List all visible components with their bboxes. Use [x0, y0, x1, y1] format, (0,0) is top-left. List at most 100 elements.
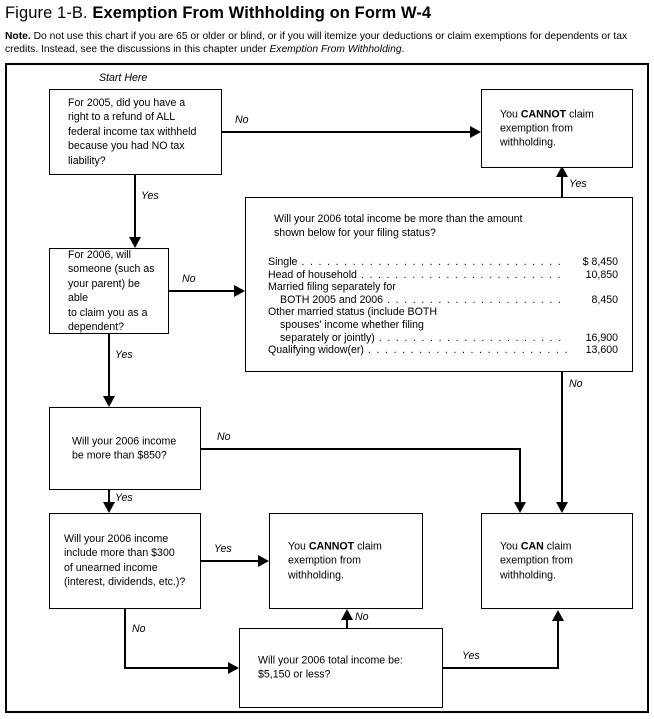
- filing-status-amount: 16,900: [585, 331, 618, 344]
- outcome-can-claim-line1: You CAN claim: [500, 540, 572, 553]
- figure-title: Figure 1-B. Exemption From Withholding o…: [5, 3, 645, 23]
- edge-label-dependent-yes: Yes: [115, 349, 133, 361]
- decision-income-over-850-line2: be more than $850?: [72, 449, 167, 462]
- decision-dependent-2006[interactable]: For 2006, will someone (such as your par…: [49, 248, 169, 334]
- decision-unearned-over-300-line1: Will your 2006 income: [64, 533, 169, 546]
- edge-income850-yes-arrow: [103, 502, 115, 513]
- outcome-can-claim-line3: withholding.: [500, 569, 556, 582]
- edge-dependent-yes-line: [108, 334, 110, 396]
- decision-total-income-5150-line2: $5,150 or less?: [258, 669, 331, 681]
- decision-dependent-2006-line4: to claim you as a: [68, 306, 148, 319]
- edge-dependent-yes-arrow: [103, 396, 115, 407]
- edge-label-unearned-yes: Yes: [214, 543, 232, 555]
- filing-status-amount: 8,450: [591, 293, 618, 306]
- edge-total-income-yes-line: [561, 177, 563, 199]
- edge-label-total5150-no: No: [355, 611, 369, 623]
- filing-status-row: Qualifying widow(er)....................…: [268, 344, 618, 357]
- decision-dependent-2006-line3: your parent) be able: [68, 277, 140, 304]
- filing-status-amount: 10,850: [585, 268, 618, 281]
- edge-unearned-yes-arrow: [258, 555, 269, 567]
- decision-total-income-5150-line1: Will your 2006 total income be:: [258, 654, 403, 667]
- outcome-cannot-claim-top-line2: exemption from: [500, 122, 574, 135]
- filing-status-label: BOTH 2005 and 2006: [280, 293, 384, 306]
- edge-total5150-yes-vline: [557, 621, 559, 668]
- edge-label-unearned-no: No: [132, 623, 146, 635]
- edge-total5150-no-arrow: [341, 609, 353, 620]
- outcome-cannot-claim-mid-line2: exemption from: [288, 554, 362, 567]
- filing-status-label: Head of household: [268, 268, 357, 281]
- outcome-cannot-claim-top-line1: You CANNOT claim: [500, 107, 594, 120]
- edge-label-income850-yes: Yes: [115, 492, 133, 504]
- edge-refund-yes-arrow: [129, 237, 141, 248]
- decision-unearned-over-300-line2: include more than $300: [64, 547, 175, 560]
- outcome-cannot-claim-mid[interactable]: You CANNOT claim exemption from withhold…: [269, 513, 423, 609]
- decision-refund-2005-line1: For 2005, did you have a: [68, 96, 186, 109]
- edge-unearned-no-arrow: [228, 662, 239, 674]
- edge-label-refund-no: No: [235, 114, 249, 126]
- leader-dots: ........................................…: [387, 293, 567, 306]
- edge-label-income850-no: No: [217, 431, 231, 443]
- filing-status-row: Married filing separately for: [268, 281, 618, 294]
- total-income-question: Will your 2006 total income be more than…: [274, 212, 614, 240]
- decision-dependent-2006-line1: For 2006, will: [68, 248, 131, 261]
- filing-status-label: Single: [268, 256, 298, 268]
- outcome-cannot-claim-top[interactable]: You CANNOT claim exemption from withhold…: [481, 89, 633, 168]
- decision-total-income-5150[interactable]: Will your 2006 total income be: $5,150 o…: [239, 628, 443, 708]
- edge-income850-no-arrow: [514, 502, 526, 513]
- edge-refund-no-line: [222, 131, 470, 133]
- edge-unearned-no-vline: [124, 609, 126, 669]
- edge-label-total5150-yes: Yes: [462, 650, 480, 662]
- edge-income850-no-vline: [519, 448, 521, 502]
- decision-income-over-850[interactable]: Will your 2006 income be more than $850?: [49, 407, 201, 490]
- filing-status-row: Head of household.......................…: [268, 269, 618, 282]
- start-here-label: Start Here: [99, 72, 148, 84]
- edge-income850-no-hline: [200, 448, 521, 450]
- filing-status-label: Other married status (include BOTH: [268, 306, 437, 319]
- decision-dependent-2006-line5: dependent?: [68, 320, 124, 333]
- edge-total5150-no-line: [346, 620, 348, 630]
- edge-label-total-income-no: No: [569, 378, 583, 390]
- decision-dependent-2006-line2: someone (such as: [68, 263, 155, 276]
- leader-dots: ........................................…: [301, 256, 567, 268]
- edge-total-income-no-line: [561, 371, 563, 502]
- outcome-cannot-claim-mid-line1: You CANNOT claim: [288, 540, 382, 553]
- decision-refund-2005-line3: federal income tax withheld: [68, 125, 197, 138]
- decision-refund-2005[interactable]: For 2005, did you have a right to a refu…: [49, 89, 222, 175]
- leader-dots: ........................................…: [378, 331, 567, 344]
- edge-total5150-yes-hline: [442, 667, 559, 669]
- outcome-can-claim[interactable]: You CAN claim exemption from withholding…: [481, 513, 633, 609]
- figure-title-text: Exemption From Withholding on Form W-4: [92, 4, 432, 22]
- decision-total-income-threshold[interactable]: Will your 2006 total income be more than…: [245, 197, 633, 372]
- filing-status-row: BOTH 2005 and 2006......................…: [268, 294, 618, 307]
- filing-status-row: Other married status (include BOTH: [268, 306, 618, 319]
- edge-refund-no-arrow: [470, 126, 481, 138]
- decision-refund-2005-line2: right to a refund of ALL: [68, 111, 176, 124]
- edge-total5150-yes-arrow: [552, 610, 564, 621]
- figure-note: Note. Do not use this chart if you are 6…: [5, 30, 647, 56]
- decision-refund-2005-line4: because you had NO tax: [68, 140, 185, 153]
- decision-unearned-over-300-line3: of unearned income: [64, 562, 158, 574]
- edge-label-dependent-no: No: [182, 273, 196, 285]
- note-body: Do not use this chart if you are 65 or o…: [5, 31, 628, 56]
- decision-refund-2005-line5: liability?: [68, 154, 106, 167]
- filing-status-label: spouses' income whether filing: [280, 318, 424, 331]
- filing-status-threshold-table: Single..................................…: [268, 256, 618, 357]
- note-end: .: [401, 44, 405, 56]
- filing-status-row: separately or jointly)..................…: [268, 332, 618, 345]
- filing-status-label: Married filing separately for: [268, 281, 396, 294]
- decision-income-over-850-line1: Will your 2006 income: [72, 435, 177, 448]
- leader-dots: ........................................…: [360, 268, 567, 281]
- note-label: Note.: [5, 31, 31, 42]
- filing-status-label: separately or jointly): [280, 331, 375, 344]
- outcome-cannot-claim-mid-line3: withholding.: [288, 569, 344, 582]
- flowchart-frame: Start Here For 2005, did you have a righ…: [5, 63, 649, 713]
- leader-dots: ........................................…: [367, 344, 567, 357]
- total-income-question-line2: shown below for your filing status?: [274, 227, 436, 240]
- edge-label-total-income-yes: Yes: [569, 178, 587, 190]
- filing-status-row: spouses' income whether filing: [268, 319, 618, 332]
- decision-unearned-over-300[interactable]: Will your 2006 income include more than …: [49, 513, 201, 609]
- filing-status-amount: $ 8,450: [582, 256, 618, 268]
- edge-refund-yes-line: [134, 175, 136, 237]
- edge-total-income-no-arrow: [556, 502, 568, 513]
